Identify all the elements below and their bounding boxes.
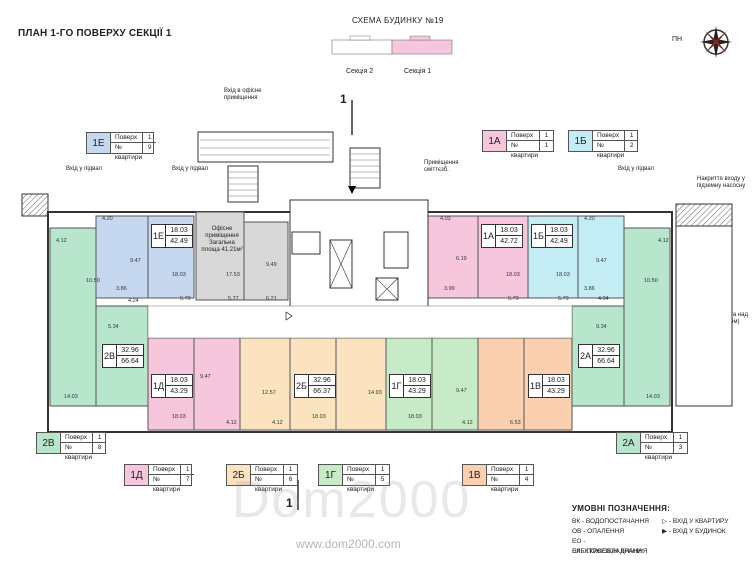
room-area: 14.93 (368, 390, 382, 396)
section-mark-top: 1 (340, 92, 347, 106)
section-mark-bottom: 1 (286, 496, 293, 510)
room-area: 3.86 (584, 286, 595, 292)
room-area: 5.79 (180, 296, 191, 302)
room-area: 4.12 (272, 420, 283, 426)
room-area: 6.21 (266, 296, 277, 302)
room-area: 17.53 (226, 272, 240, 278)
building-entrance-icon: ▶ (662, 528, 667, 535)
room-area: 4.20 (584, 216, 595, 222)
room-area: 6.53 (510, 420, 521, 426)
compass-icon (700, 26, 732, 58)
garbage-room-note: Приміщення сміттєзб. (424, 160, 459, 173)
room-area: 18.03 (506, 272, 520, 278)
legend-item: ПК - ПОЖЕЖНІ КРАНИ (572, 548, 642, 555)
room-area: 14.03 (646, 394, 660, 400)
room-area: 18.03 (172, 272, 186, 278)
office-note: Офісне приміщення Загальна площа 41.21м² (201, 226, 243, 253)
scheme-section2-label: Секція 2 (346, 68, 374, 75)
legend-item: ЕО - ЕЛЕКТРООБЛАДНАННЯ (572, 538, 648, 555)
room-area: 5.79 (508, 296, 519, 302)
legend: УМОВНІ ПОЗНАЧЕННЯ: ВК - ВОДОПОСТАЧАННЯ ▷… (572, 504, 742, 557)
building-scheme (331, 35, 453, 55)
room-area: 18.03 (312, 414, 326, 420)
scheme-title: СХЕМА БУДИНКУ №19 (352, 16, 444, 25)
room-area: 3.99 (444, 286, 455, 292)
room-area: 14.03 (64, 394, 78, 400)
watermark-brand: Dom2000 (232, 471, 472, 529)
room-area: 4.24 (128, 298, 139, 304)
room-area: 9.47 (456, 388, 467, 394)
room-area: 4.03 (440, 216, 451, 222)
room-area: 9.47 (200, 374, 211, 380)
room-area: 5.77 (228, 296, 239, 302)
room-area: 18.03 (408, 414, 422, 420)
room-area: 4.12 (462, 420, 473, 426)
room-area: 4.12 (658, 238, 669, 244)
room-area: 18.03 (556, 272, 570, 278)
room-area: 9.34 (596, 324, 607, 330)
room-area: 5.34 (108, 324, 119, 330)
basement-entrance-right-note: Вхід у підвал (618, 166, 655, 172)
room-area: 9.49 (266, 262, 277, 268)
room-area: 12.57 (262, 390, 276, 396)
legend-item: ▶ - ВХІД У БУДИНОК (662, 528, 726, 535)
room-area: 18.03 (172, 414, 186, 420)
scheme-section1-label: Секція 1 (404, 68, 432, 75)
basement-entrance-left-note: Вхід у підвал (66, 166, 103, 172)
legend-item: ВК - ВОДОПОСТАЧАННЯ (572, 518, 649, 525)
room-area: 4.12 (56, 238, 67, 244)
room-area: 3.86 (116, 286, 127, 292)
compass-label: ПН (672, 36, 683, 43)
legend-item: ОВ - ОПАЛЕННЯ (572, 528, 625, 535)
room-area: 4.04 (598, 296, 609, 302)
legend-item: ▷ - ВХІД У КВАРТИРУ (662, 518, 729, 525)
room-area: 10.50 (644, 278, 658, 284)
room-area: 10.50 (86, 278, 100, 284)
basement-entrance-mid-note: Вхід у підвал (172, 166, 209, 172)
apartment-entrance-icon: ▷ (662, 518, 667, 525)
office-entrance-note: Вхід в офісне приміщення (224, 88, 262, 101)
legend-title: УМОВНІ ПОЗНАЧЕННЯ: (572, 504, 671, 513)
room-area: 4.12 (226, 420, 237, 426)
room-area: 9.47 (130, 258, 141, 264)
watermark-site: www.dom2000.com (296, 537, 401, 551)
room-area: 4.20 (102, 216, 113, 222)
room-area: 9.47 (596, 258, 607, 264)
room-area: 5.79 (558, 296, 569, 302)
pump-canopy-note: Накриття входу у підземну насосну (696, 176, 746, 189)
plan-title: ПЛАН 1-ГО ПОВЕРХУ СЕКЦІЇ 1 (18, 28, 172, 39)
room-area: 6.19 (456, 256, 467, 262)
